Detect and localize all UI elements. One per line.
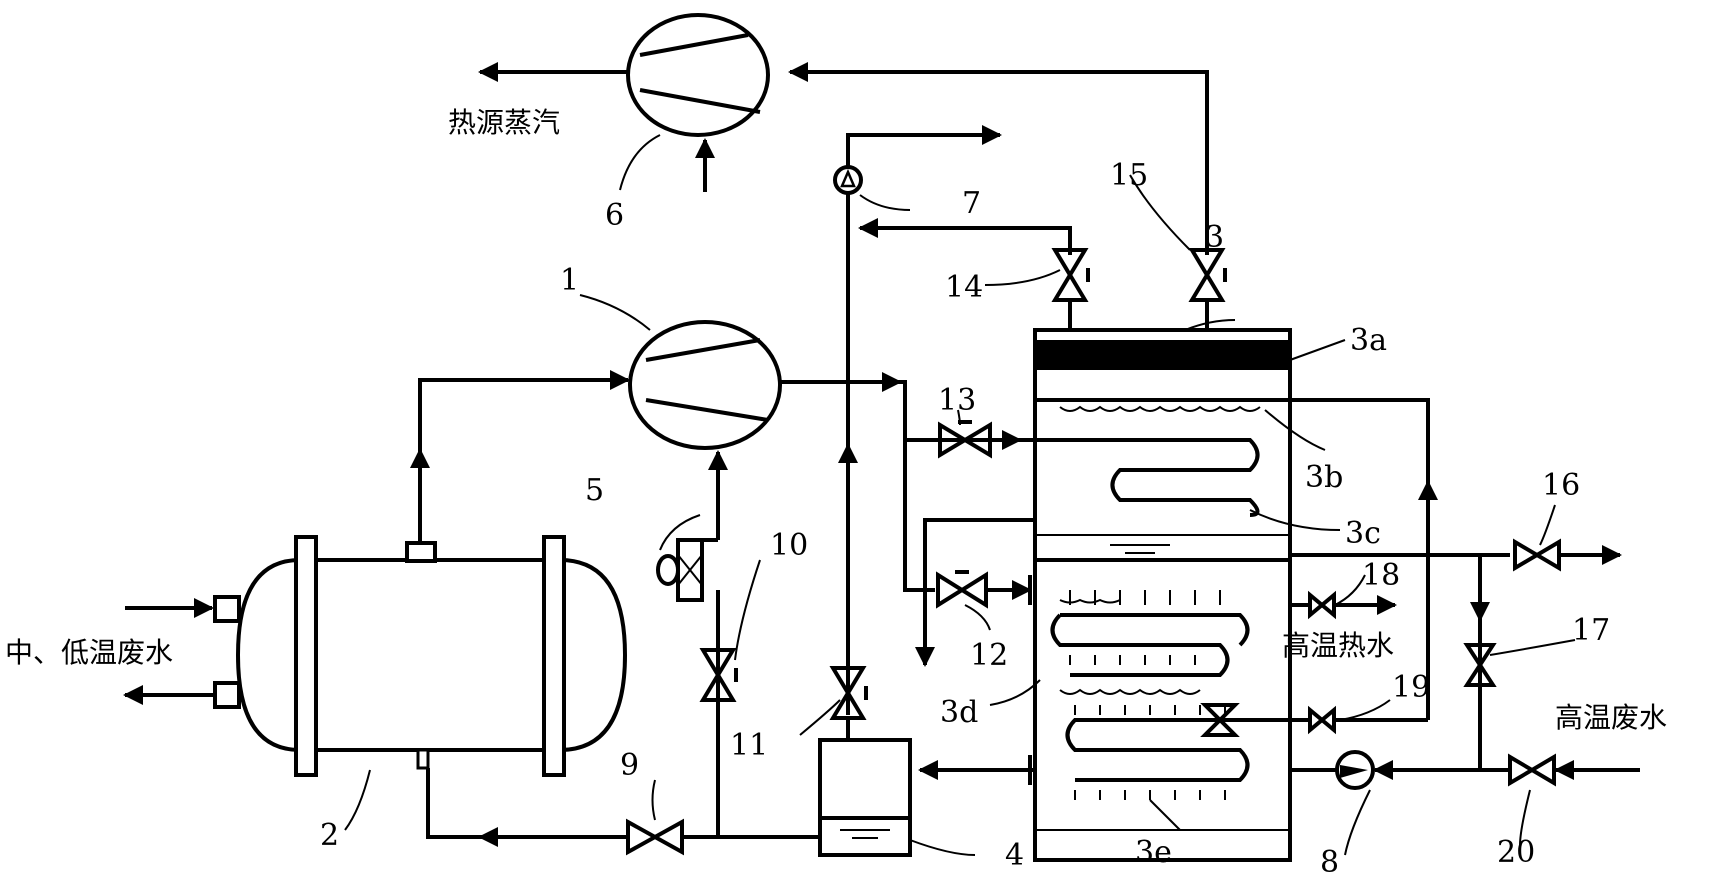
label-8: 8 [1320, 845, 1339, 876]
label-6: 6 [605, 198, 624, 233]
label-3d: 3d [940, 695, 978, 730]
label-17: 17 [1572, 613, 1610, 648]
label-3b: 3b [1305, 460, 1343, 495]
pump-7-outlet-pipe [846, 125, 1002, 167]
label-18: 18 [1362, 558, 1400, 593]
label-low-temp-water: 中、低温废水 [5, 636, 173, 669]
pump-8 [1335, 750, 1375, 790]
label-high-temp-waste-water: 高温废水 [1555, 701, 1667, 734]
label-19: 19 [1392, 670, 1430, 705]
label-3: 3 [1205, 220, 1224, 255]
expansion-valve-5[interactable] [656, 538, 718, 602]
valve-17[interactable] [1463, 643, 1497, 687]
pipe-14-branch [858, 218, 1072, 255]
tower-3 [1020, 328, 1292, 862]
label-high-temp-hot-water: 高温热水 [1282, 629, 1394, 662]
label-1: 1 [560, 263, 579, 298]
label-13: 13 [938, 383, 976, 418]
label-10: 10 [770, 528, 808, 563]
drain-pipe-3d [915, 518, 1035, 667]
label-14: 14 [945, 270, 983, 305]
label-3c: 3c [1345, 516, 1381, 551]
leader-lines [344, 134, 1576, 856]
receiver-tank-4 [818, 738, 912, 857]
label-12: 12 [970, 638, 1008, 673]
label-15: 15 [1110, 158, 1148, 193]
compressor-6 [626, 13, 770, 137]
label-3a: 3a [1350, 323, 1387, 358]
label-2: 2 [320, 818, 339, 853]
label-7: 7 [962, 186, 981, 221]
valve-20[interactable] [1508, 753, 1556, 787]
valve-9[interactable] [626, 818, 684, 856]
right-riser-pipe [1260, 398, 1430, 720]
bottom-return-pipe [426, 768, 628, 839]
valve-19[interactable] [1308, 705, 1336, 735]
pipe-15-to-6 [788, 62, 1209, 255]
label-9: 9 [620, 748, 639, 783]
valve-16[interactable] [1513, 538, 1561, 572]
label-16: 16 [1542, 468, 1580, 503]
coil-valve [1200, 703, 1240, 737]
label-4: 4 [1005, 838, 1024, 873]
pipe-2-to-1 [418, 370, 630, 548]
valve-10[interactable] [699, 648, 738, 702]
valve-12[interactable] [936, 570, 988, 609]
valve-14[interactable] [1051, 248, 1090, 330]
label-5: 5 [585, 473, 604, 508]
valve-18[interactable] [1308, 590, 1336, 620]
valve-15[interactable] [1188, 248, 1227, 330]
compressor-1 [628, 320, 782, 450]
label-20: 20 [1497, 835, 1535, 870]
label-heat-steam: 热源蒸汽 [448, 106, 560, 139]
label-3e: 3e [1135, 835, 1172, 870]
tank-2 [213, 535, 628, 777]
label-11: 11 [730, 728, 768, 763]
